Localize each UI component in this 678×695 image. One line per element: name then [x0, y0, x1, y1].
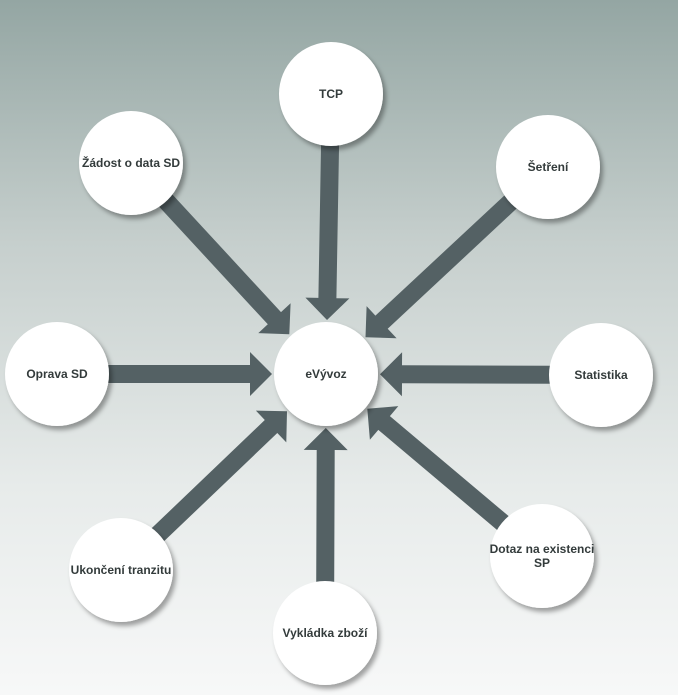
node-label-vykladka-zbozi: Vykládka zboží [283, 626, 369, 640]
arrow-oprava-sd-to-center [105, 352, 272, 396]
node-statistika: Statistika [549, 323, 653, 427]
center-node-circle [274, 322, 378, 426]
node-circle-ukonceni-tranzitu [69, 518, 173, 622]
node-circle-tcp [279, 42, 383, 146]
arrows-layer [105, 141, 553, 585]
arrow-zadost-o-data-sd-to-center [157, 192, 291, 335]
node-circle-statistika [549, 323, 653, 427]
node-label-statistika: Statistika [574, 368, 628, 382]
center-node-label: eVývoz [305, 367, 346, 381]
node-vykladka-zbozi: Vykládka zboží [273, 581, 377, 685]
arrow-statistika-to-center [380, 352, 553, 397]
node-oprava-sd: Oprava SD [5, 322, 109, 426]
arrow-dotaz-na-existenci-sp-to-center [367, 406, 512, 532]
node-tcp: TCP [279, 42, 383, 146]
node-label-dotaz-na-existenci-sp-line-1: Dotaz na existenci [490, 542, 595, 556]
center-node: eVývoz [274, 322, 378, 426]
node-circle-zadost-o-data-sd [79, 111, 183, 215]
node-label-zadost-o-data-sd: Žádost o data SD [82, 155, 180, 170]
arrow-vykladka-zbozi-to-center [303, 428, 348, 585]
node-label-ukonceni-tranzitu: Ukončení tranzitu [71, 563, 172, 577]
node-ukonceni-tranzitu: Ukončení tranzitu [69, 518, 173, 622]
arrow-tcp-to-center [305, 141, 350, 320]
node-label-dotaz-na-existenci-sp-line-2: SP [534, 556, 550, 570]
arrow-setreni-to-center [365, 193, 519, 339]
node-zadost-o-data-sd: Žádost o data SD [79, 111, 183, 215]
node-circle-dotaz-na-existenci-sp [490, 504, 594, 608]
arrow-ukonceni-tranzitu-to-center [149, 410, 287, 544]
node-circle-oprava-sd [5, 322, 109, 426]
node-circle-vykladka-zbozi [273, 581, 377, 685]
node-setreni: Šetření [496, 115, 600, 219]
node-circle-setreni [496, 115, 600, 219]
node-label-oprava-sd: Oprava SD [26, 367, 88, 381]
node-label-setreni: Šetření [528, 159, 569, 174]
node-label-tcp: TCP [319, 87, 343, 101]
